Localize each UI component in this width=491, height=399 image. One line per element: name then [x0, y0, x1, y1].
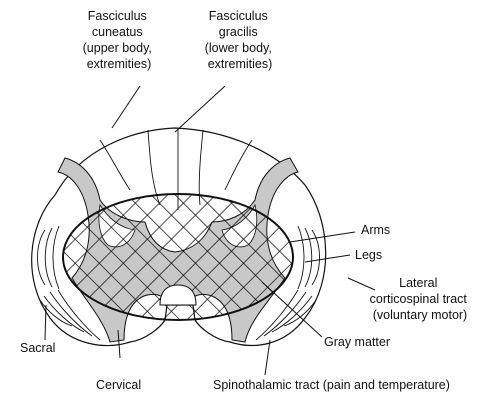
label-arms: Arms [361, 223, 390, 237]
label-fasciculus-gracilis: Fasciculus gracilis (lower body, extremi… [205, 9, 276, 71]
label-legs: Legs [355, 248, 382, 262]
label-cervical: Cervical [96, 378, 141, 392]
label-gray-matter: Gray matter [324, 335, 390, 349]
label-spinothalamic: Spinothalamic tract (pain and temperatur… [213, 378, 450, 392]
label-lateral-corticospinal: Lateral corticospinal tract (voluntary m… [370, 276, 471, 322]
label-sacral: Sacral [20, 341, 55, 355]
label-fasciculus-cuneatus: Fasciculus cuneatus (upper body, extremi… [83, 9, 156, 71]
